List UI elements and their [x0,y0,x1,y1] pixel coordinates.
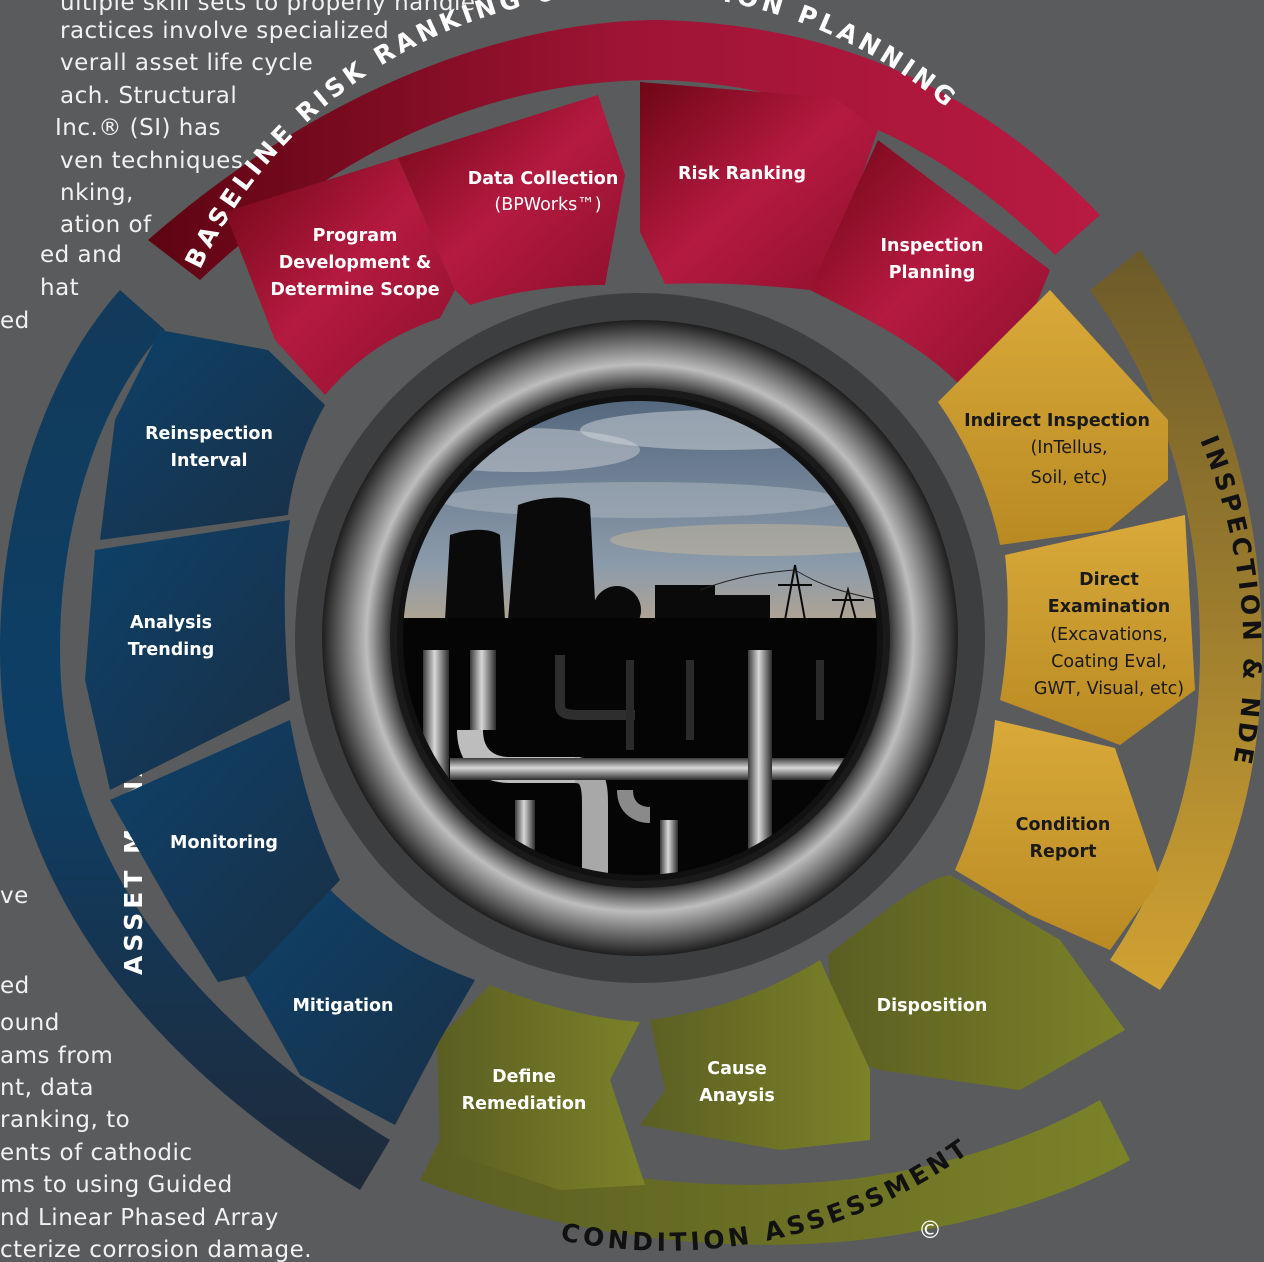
bg-line: ed [0,973,30,999]
bg-line: ams from [0,1043,113,1069]
label-cause-1: Cause [707,1059,767,1079]
bg-line: ranking, to [0,1107,130,1133]
label-define-1: Define [492,1067,556,1087]
label-analysis-1: Analysis [130,613,212,633]
label-indirect-sub-2: Soil, etc) [1031,468,1108,488]
segment-monitoring[interactable] [110,720,340,982]
bg-line: ms to using Guided [0,1172,233,1198]
bg-line: ractices involve specialized [60,18,389,44]
label-mitigation: Mitigation [293,996,394,1016]
segment-analysis[interactable] [85,520,290,790]
bg-line: ound [0,1010,60,1036]
bg-line: ation of [60,212,152,238]
segment-mitigation[interactable] [240,880,475,1125]
copyright-symbol: © [918,1216,942,1244]
label-define-2: Remediation [462,1094,587,1114]
segment-risk-ranking[interactable] [640,82,878,290]
phase-condition [437,875,1125,1190]
background-paragraph-bottom: ve ed ound ams from nt, data ranking, to… [0,883,312,1262]
segment-define-remediation[interactable] [437,985,645,1190]
segment-direct-examination[interactable] [1000,515,1195,745]
bg-line: ed and [40,242,122,268]
phase-inspection [938,290,1195,950]
bg-line: hat [40,275,79,301]
label-program-2: Development & [279,253,432,273]
label-monitoring: Monitoring [170,833,278,853]
phase-asset [85,330,475,1125]
bg-line: nking, [60,180,134,206]
band-inspection [1090,250,1262,990]
label-condition-report-1: Condition [1016,815,1111,835]
bg-line: ve [0,883,29,909]
segment-program[interactable] [225,158,455,395]
band-baseline [148,20,1100,280]
label-reinspection-2: Interval [170,451,247,471]
bg-line: verall asset life cycle [60,50,313,76]
band-condition [420,1100,1130,1245]
label-inspection-planning-2: Planning [889,263,976,283]
phase-baseline [225,82,1050,395]
label-indirect: Indirect Inspection [964,411,1150,431]
segment-cause-analysis[interactable] [640,960,870,1150]
label-direct-sub-2: Coating Eval, [1051,652,1167,672]
bg-line: ven techniques [60,148,243,174]
label-direct-2: Examination [1048,597,1170,617]
label-direct-sub-3: GWT, Visual, etc) [1034,679,1184,699]
label-data-collection-sub: (BPWorks™) [494,195,601,215]
segment-reinspection[interactable] [100,330,325,540]
label-analysis-2: Trending [128,640,214,660]
band-asset [0,290,390,1190]
bg-line: ach. Structural [60,83,237,109]
segment-disposition[interactable] [828,875,1125,1090]
bg-line: ultiple skill sets to properly handle. [60,0,483,16]
labels-condition: Disposition Cause Anaysis Define Remedia… [462,996,988,1114]
label-data-collection: Data Collection [468,169,619,189]
label-indirect-sub-1: (InTellus, [1030,438,1107,458]
bg-line: nd Linear Phased Array [0,1205,279,1231]
label-risk-ranking: Risk Ranking [678,164,806,184]
labels-baseline: Program Development & Determine Scope Da… [270,164,983,300]
bg-line: cterize corrosion damage. [0,1237,312,1262]
label-inspection-planning-1: Inspection [880,236,983,256]
bg-line: nt, data [0,1075,94,1101]
labels-asset: Mitigation Monitoring Analysis Trending … [128,424,394,1016]
label-direct-1: Direct [1079,570,1139,590]
bg-line: Inc.® (SI) has [55,115,221,141]
segment-indirect-inspection[interactable] [938,290,1168,545]
label-program-1: Program [313,226,398,246]
bg-line: ents of cathodic [0,1140,193,1166]
center-lens [295,293,985,983]
labels-inspection: Indirect Inspection (InTellus, Soil, etc… [964,411,1184,862]
background-paragraph-top: ultiple skill sets to properly handle. r… [0,0,483,334]
label-program-3: Determine Scope [270,280,439,300]
label-cause-2: Anaysis [699,1086,775,1106]
label-disposition: Disposition [877,996,988,1016]
segment-condition-report[interactable] [955,720,1160,950]
segment-data-collection[interactable] [398,95,625,305]
label-reinspection-1: Reinspection [145,424,273,444]
label-condition-report-2: Report [1030,842,1097,862]
label-direct-sub-1: (Excavations, [1050,625,1168,645]
segment-inspection-planning[interactable] [810,140,1050,395]
bg-line: ed [0,308,30,334]
